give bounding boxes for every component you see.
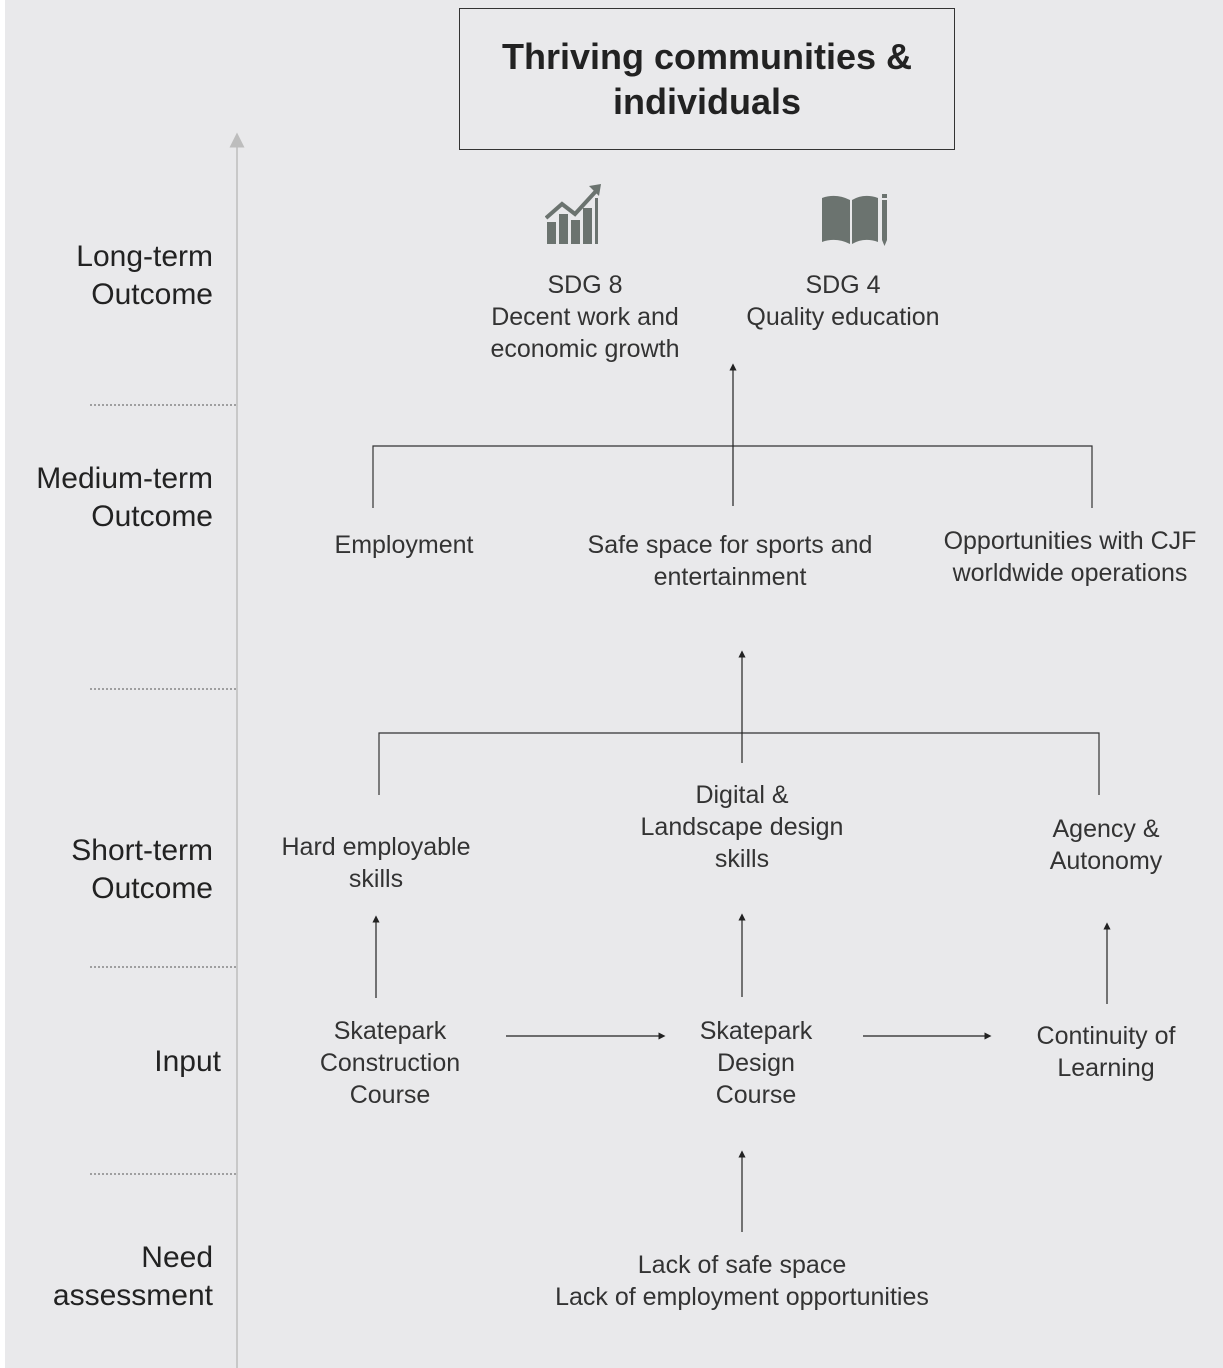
node-hard-skills: Hard employable skills — [266, 831, 486, 895]
node-line: SDG 8 — [547, 271, 623, 299]
row-label-line: Outcome — [91, 872, 213, 905]
node-line: Design — [717, 1049, 795, 1077]
title-line: individuals — [612, 81, 802, 122]
title-text: Thriving communities & individuals — [502, 34, 912, 124]
node-line: entertainment — [653, 563, 807, 591]
node-line: Course — [715, 1081, 797, 1109]
node-continuity: Continuity of Learning — [1006, 1020, 1206, 1084]
node-line: Digital & — [695, 781, 789, 809]
node-line: Agency & — [1052, 815, 1160, 843]
node-line: Decent work and — [491, 303, 679, 331]
book-pencil-icon — [822, 194, 887, 246]
node-line: worldwide operations — [952, 559, 1188, 587]
row-label-line: Outcome — [91, 500, 213, 533]
node-line: skills — [714, 845, 770, 873]
node-digital-skills: Digital & Landscape design skills — [622, 779, 862, 875]
node-line: Construction — [319, 1049, 461, 1077]
row-label-line: assessment — [52, 1279, 213, 1312]
node-line: Safe space for sports and — [587, 531, 873, 559]
title-line: Thriving communities & — [501, 36, 913, 77]
row-label-input: Input — [1, 1043, 221, 1081]
row-label-need: Need assessment — [0, 1239, 213, 1315]
node-line: Skatepark — [699, 1017, 813, 1045]
node-line: economic growth — [490, 335, 680, 363]
node-employment: Employment — [304, 529, 504, 561]
row-label-line: Short-term — [71, 834, 213, 867]
node-line: Learning — [1057, 1054, 1155, 1082]
row-label-line: Input — [154, 1045, 221, 1078]
title-box: Thriving communities & individuals — [459, 8, 955, 150]
short-term-bracket — [378, 732, 1100, 795]
row-label-line: Need — [141, 1241, 213, 1274]
node-line: Hard employable — [281, 833, 471, 861]
node-design-course: Skatepark Design Course — [656, 1015, 856, 1111]
node-sdg4: SDG 4 Quality education — [730, 269, 956, 333]
growth-chart-icon — [545, 184, 601, 244]
node-need-assessment: Lack of safe space Lack of employment op… — [532, 1249, 952, 1313]
row-label-medium-term: Medium-term Outcome — [0, 460, 213, 536]
row-label-short-term: Short-term Outcome — [0, 832, 213, 908]
diagram-canvas — [5, 0, 1223, 1368]
node-line: Course — [349, 1081, 431, 1109]
node-line: Autonomy — [1049, 847, 1163, 875]
row-label-line: Long-term — [76, 240, 213, 273]
node-line: SDG 4 — [805, 271, 881, 299]
node-line: Landscape design — [640, 813, 844, 841]
node-opportunities: Opportunities with CJF worldwide operati… — [920, 525, 1220, 589]
node-line: Lack of employment opportunities — [555, 1283, 929, 1311]
row-label-line: Outcome — [91, 278, 213, 311]
node-line: Skatepark — [333, 1017, 447, 1045]
row-label-long-term: Long-term Outcome — [0, 238, 213, 314]
node-line: Employment — [334, 531, 474, 559]
node-sdg8: SDG 8 Decent work and economic growth — [470, 269, 700, 365]
node-agency: Agency & Autonomy — [1006, 813, 1206, 877]
node-safe-space: Safe space for sports and entertainment — [570, 529, 890, 593]
node-line: Opportunities with CJF — [943, 527, 1197, 555]
node-line: Continuity of — [1036, 1022, 1176, 1050]
node-construction-course: Skatepark Construction Course — [290, 1015, 490, 1111]
row-label-line: Medium-term — [36, 462, 213, 495]
node-line: skills — [348, 865, 404, 893]
node-line: Quality education — [746, 303, 940, 331]
node-line: Lack of safe space — [637, 1251, 847, 1279]
